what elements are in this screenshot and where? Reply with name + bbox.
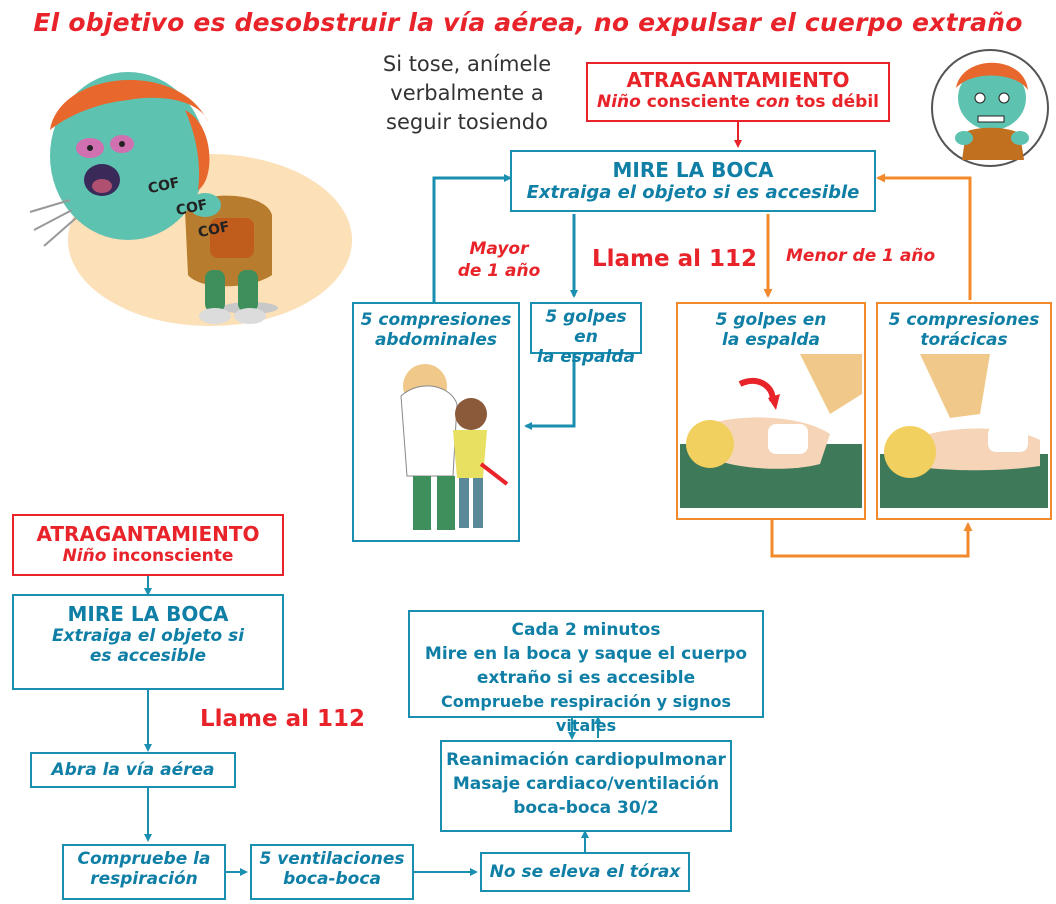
arrow-loop-right — [876, 173, 972, 300]
ventilaciones-box: 5 ventilaciones boca-boca — [250, 844, 414, 900]
llame-112-label: Llame al 112 — [592, 246, 758, 272]
cada-line1: Cada 2 minutos — [511, 620, 661, 640]
coughing-child-illustration — [29, 72, 352, 326]
abra-via-aerea-box: Abra la vía aérea — [30, 752, 236, 788]
arrow-loop-left — [432, 174, 512, 308]
atragantamiento-inconsciente-box: ATRAGANTAMIENTO Niño inconsciente — [12, 514, 284, 576]
infant-back-blows-illustration — [680, 354, 862, 508]
page-title: El objetivo es desobstruir la vía aérea,… — [33, 8, 1023, 37]
cough-advice-line2: verbalmente a — [390, 81, 544, 105]
compresiones-abdominales-line2: abdominales — [374, 330, 498, 350]
mire-boca-inconsciente-title: MIRE LA BOCA — [67, 602, 229, 626]
llame-112-inconsciente-label: Llame al 112 — [200, 706, 366, 732]
golpes-lactante-line1: 5 golpes en — [715, 310, 827, 330]
golpes-espalda-line1: 5 golpes en — [545, 307, 627, 347]
heimlich-illustration — [400, 364, 509, 530]
mire-boca-box: MIRE LA BOCA Extraiga el objeto si es ac… — [510, 150, 876, 212]
arrow-golpes-to-toracicas — [770, 520, 973, 558]
no-se-eleva-text: No se eleva el tórax — [489, 862, 681, 882]
golpes-espalda-lactante-card: 5 golpes en la espalda — [676, 302, 866, 520]
cough-advice: Si tose, anímele verbalmente a seguir to… — [372, 50, 562, 137]
compresiones-toracicas-card: 5 compresiones torácicas — [876, 302, 1052, 520]
worried-child-illustration — [931, 49, 1049, 167]
atragantamiento-consciente-box: ATRAGANTAMIENTO Niño consciente con tos … — [586, 62, 890, 122]
mire-boca-title: MIRE LA BOCA — [612, 158, 774, 182]
cada-line2: Mire en la boca y saque el cuerpo — [424, 644, 748, 664]
rcp-line2: Masaje cardiaco/ventilación — [452, 774, 720, 794]
atragantamiento-title: ATRAGANTAMIENTO — [626, 68, 850, 92]
infant-chest-thrusts-illustration — [880, 354, 1048, 508]
compresiones-abdominales-card: 5 compresiones abdominales — [352, 302, 520, 542]
golpes-espalda-line2: la espalda — [537, 347, 635, 367]
atragantamiento-inconsciente-subtitle: Niño inconsciente — [62, 546, 234, 566]
ventilaciones-line1: 5 ventilaciones — [259, 849, 405, 869]
cada-line4: Compruebe respiración y signos vitales — [440, 692, 732, 735]
mayor-1-ano-label: Mayor de 1 año — [457, 239, 541, 281]
arrow-golpes-to-compresiones — [524, 352, 576, 430]
ventilaciones-line2: boca-boca — [283, 869, 381, 889]
compresiones-abdominales-line1: 5 compresiones — [360, 310, 512, 330]
rcp-line3: boca-boca 30/2 — [513, 798, 659, 818]
compruebe-respiracion-box: Compruebe la respiración — [62, 844, 226, 900]
rcp-line1: Reanimación cardiopulmonar — [446, 750, 726, 770]
atragantamiento-inconsciente-title: ATRAGANTAMIENTO — [36, 522, 260, 546]
cough-advice-line3: seguir tosiendo — [386, 110, 548, 134]
cada-2-minutos-box: Cada 2 minutos Mire en la boca y saque e… — [408, 610, 764, 735]
golpes-lactante-line2: la espalda — [722, 330, 820, 350]
compresiones-toracicas-line1: 5 compresiones — [888, 310, 1040, 330]
golpes-espalda-box: 5 golpes en la espalda — [530, 302, 642, 367]
compruebe-line2: respiración — [90, 869, 198, 889]
no-se-eleva-torax-box: No se eleva el tórax — [480, 852, 690, 892]
abra-via-aerea-text: Abra la vía aérea — [51, 760, 215, 780]
cough-advice-line1: Si tose, anímele — [382, 52, 552, 76]
menor-1-ano-label: Menor de 1 año — [786, 246, 936, 266]
compruebe-line1: Compruebe la — [77, 849, 211, 869]
atragantamiento-subtitle: Niño consciente con tos débil — [596, 92, 879, 112]
mire-boca-inconsciente-line3: es accesible — [89, 646, 207, 666]
mire-boca-subtitle: Extraiga el objeto si es accesible — [526, 182, 860, 203]
mire-boca-inconsciente-line2: Extraiga el objeto si — [51, 626, 245, 646]
mire-boca-inconsciente-box: MIRE LA BOCA Extraiga el objeto si es ac… — [12, 594, 284, 690]
rcp-box: Reanimación cardiopulmonar Masaje cardia… — [440, 740, 732, 832]
cada-line3: extraño si es accesible — [476, 668, 696, 688]
compresiones-toracicas-line2: torácicas — [920, 330, 1008, 350]
